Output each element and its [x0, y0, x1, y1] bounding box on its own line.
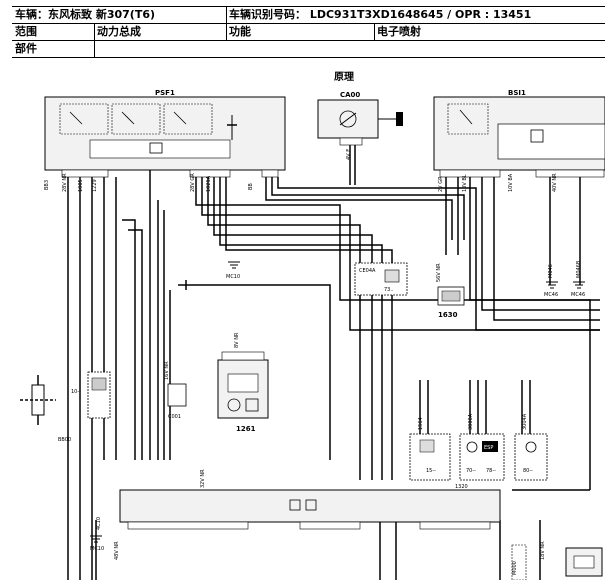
- header-row-scope: 范围 动力总成 功能 电子喷射: [12, 23, 605, 40]
- module-c001: C001: [167, 383, 187, 420]
- relay-icon: [149, 142, 163, 154]
- module-70-78: ESP 70-- 78--: [459, 433, 505, 481]
- u10-label: 10--: [71, 389, 81, 395]
- part-label: 部件: [15, 42, 37, 55]
- wire-label: 3004A: [522, 413, 528, 430]
- scope-label: 范围: [15, 25, 37, 38]
- esp-label: ESP: [484, 445, 493, 451]
- mc46-label-a: MC46: [544, 292, 558, 298]
- engine-icon: [441, 290, 461, 302]
- abs-icon: [466, 441, 478, 453]
- wire-label: 1229: [92, 179, 98, 192]
- fan-icon: [419, 439, 435, 453]
- u78-label: 78--: [486, 468, 496, 474]
- mc10-label-b: MC10: [90, 546, 104, 552]
- ground-icon: [546, 281, 558, 289]
- wire-label: 40V NR: [552, 173, 558, 192]
- header-divider: [226, 24, 227, 40]
- bottom-right-module: [511, 544, 603, 580]
- ecu-icon: [289, 499, 301, 511]
- bsi1-module: BSI1: [433, 89, 605, 178]
- wire-label: 28V NR: [62, 173, 68, 192]
- module-1630: 1630: [437, 286, 465, 319]
- relay-icon: [530, 129, 544, 143]
- wire-label: BB3: [44, 180, 50, 190]
- wire-label: 3000A: [468, 413, 474, 430]
- header-row-vehicle: 车辆：东风标致 新307(T6) 车辆识别号码： LDC931T3XD16486…: [12, 6, 605, 23]
- header-table: 车辆：东风标致 新307(T6) 车辆识别号码： LDC931T3XD16486…: [12, 6, 605, 58]
- u15-label: 15--: [426, 468, 436, 474]
- key-icon: [396, 112, 403, 126]
- wire-label: M000: [512, 561, 518, 575]
- scope-value: 动力总成: [97, 25, 141, 38]
- mc46-label-b: MC46: [571, 292, 585, 298]
- ground-icon: [90, 535, 102, 543]
- ground-icon: [228, 261, 240, 269]
- wire-label: BB: [248, 183, 254, 190]
- wire-harness: [67, 145, 600, 580]
- lightning-icon: [305, 499, 317, 511]
- bb00-label: BB00: [58, 437, 71, 443]
- battery-bb00: BB00: [20, 375, 71, 443]
- header-divider: [94, 41, 95, 57]
- u1630-label: 1630: [438, 311, 458, 319]
- diagram-title: 原理: [334, 71, 354, 83]
- header-divider: [374, 24, 375, 40]
- u70-label: 70--: [466, 468, 476, 474]
- header-row-part: 部件: [12, 40, 605, 58]
- function-value: 电子喷射: [377, 25, 421, 38]
- wire-label: 56V NR: [436, 263, 442, 282]
- ground-icon: [573, 281, 585, 289]
- psf1-fuse-box: PSF1: [44, 89, 286, 178]
- module-15: 15--: [409, 433, 451, 481]
- header-divider: [226, 7, 227, 23]
- module-1261: 1261: [217, 351, 269, 433]
- wire-label: 8V NR: [234, 332, 240, 348]
- wire-label: 32V NR: [200, 469, 206, 488]
- module-10: 10--: [71, 371, 111, 419]
- wire-label: 48V NR: [114, 541, 120, 560]
- bsi1-label: BSI1: [508, 89, 526, 97]
- ca00-label: CA00: [340, 91, 360, 99]
- function-label: 功能: [229, 25, 251, 38]
- psf1-label: PSF1: [155, 89, 175, 97]
- wire-label: 16V NR: [164, 361, 170, 380]
- module-80: 80--: [514, 433, 548, 481]
- wire-label: 4V E: [346, 149, 352, 160]
- header-divider: [94, 24, 95, 40]
- wire-label: 4C10: [96, 517, 102, 530]
- u1320-label: 1320: [455, 484, 468, 490]
- sensor-icon: [227, 398, 241, 412]
- wire-label: 10V BA: [508, 173, 514, 192]
- connector-icon: [384, 269, 400, 283]
- relay-icon: [91, 377, 107, 391]
- pedal-icon: [245, 398, 259, 412]
- wire-label: M046B: [576, 260, 582, 278]
- ce04a-label: CE04A: [359, 268, 376, 274]
- ce04a-connector: CE04A 73..: [354, 262, 408, 296]
- gear-icon: [525, 441, 537, 453]
- ca00-ignition-switch: CA00: [317, 91, 403, 146]
- mc10-label-a: MC10: [226, 274, 240, 280]
- display-icon: [573, 555, 595, 569]
- wire-label: 28V GR: [190, 173, 196, 192]
- wire-label: 1005: [78, 179, 84, 192]
- u73-label: 73..: [384, 287, 394, 293]
- wire-label: 18V NR: [540, 541, 546, 560]
- c001-label: C001: [168, 414, 181, 420]
- wire-label: 1021A: [206, 175, 212, 192]
- ecu-1320: 1320: [119, 484, 501, 530]
- u1261-label: 1261: [236, 425, 256, 433]
- wire-labels: BB3 28V NR 1005 1229 28V GR 1021A BB 4V …: [44, 149, 582, 575]
- wire-label: 10V BL: [462, 174, 468, 192]
- ground-symbols: [90, 261, 585, 543]
- u80-label: 80--: [523, 468, 533, 474]
- wire-label: 1564: [418, 417, 424, 430]
- wire-label: M046: [548, 264, 554, 278]
- wire-label: 2V GR: [438, 176, 444, 192]
- vehicle-text: 车辆：东风标致 新307(T6): [15, 8, 156, 21]
- vin-text: 车辆识别号码： LDC931T3XD1648645 / OPR : 13451: [229, 8, 532, 21]
